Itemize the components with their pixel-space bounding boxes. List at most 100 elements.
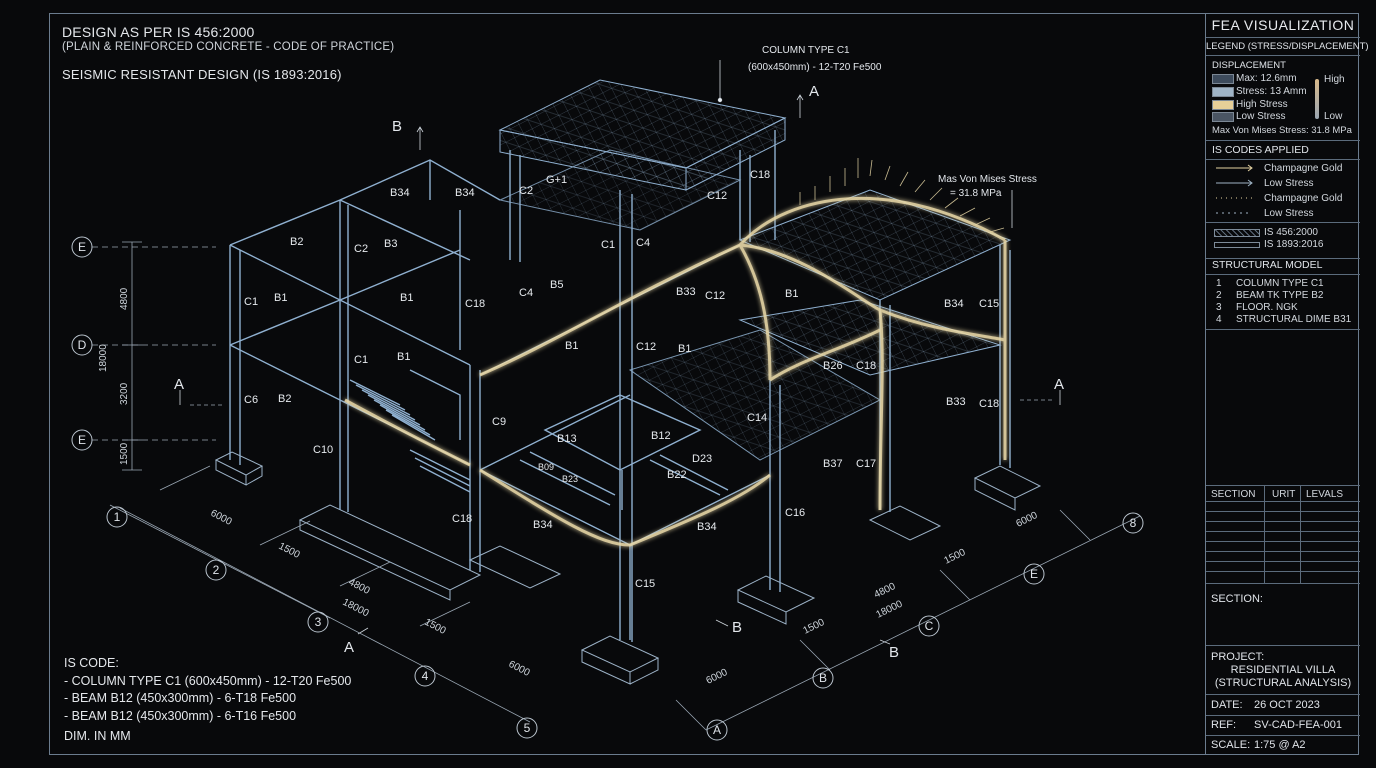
wireframe-frame — [229, 130, 1011, 642]
code-item: Champagne Gold — [1264, 163, 1343, 174]
member-label: B2 — [290, 236, 303, 248]
section-mark-b-top: B — [392, 118, 402, 135]
grid-bubble-e-top: E — [78, 240, 86, 254]
stress-scale-bar — [1315, 79, 1319, 119]
member-label: C18 — [452, 513, 472, 525]
notes-units: DIM. IN MM — [64, 729, 131, 743]
model-item-num: 3 — [1216, 302, 1222, 313]
grid-bubble-2: 2 — [213, 563, 220, 577]
dim-vertical-3200: 3200 — [119, 382, 130, 405]
member-label: B3 — [384, 238, 397, 250]
member-label: B13 — [557, 433, 577, 445]
grid-bubble-3: 3 — [315, 615, 322, 629]
column-callout-title: COLUMN TYPE C1 — [762, 45, 850, 56]
member-label: B1 — [397, 351, 410, 363]
section-mark-a-top: A — [809, 83, 819, 100]
project-sub: (STRUCTURAL ANALYSIS) — [1214, 677, 1352, 689]
member-label: B33 — [676, 286, 696, 298]
panel-title: FEA VISUALIZATION — [1211, 17, 1355, 33]
dim-right-6000: 6000 — [704, 667, 729, 687]
fea-panel: FEA VISUALIZATION LEGEND (STRESS/DISPLAC… — [1205, 13, 1369, 755]
dim-vertical-4800: 4800 — [119, 287, 130, 310]
member-label: C15 — [979, 298, 999, 310]
dim-right-6000b: 6000 — [1014, 510, 1039, 530]
column-callout-spec: (600x450mm) - 12-T20 Fe500 — [748, 62, 882, 73]
foundations — [214, 451, 1042, 685]
grid-bubbles — [71, 236, 1144, 741]
member-label: B1 — [274, 292, 287, 304]
stress-highlight-beams — [344, 196, 1007, 547]
member-label: C1 — [244, 296, 258, 308]
member-label: B22 — [667, 469, 687, 481]
member-label: B1 — [785, 288, 798, 300]
member-label: C18 — [856, 360, 876, 372]
member-label: C12 — [705, 290, 725, 302]
dim-right-18000: 18000 — [874, 598, 904, 620]
von-mises-title: Mas Von Mises Stress — [938, 174, 1037, 185]
member-label: C18 — [465, 298, 485, 310]
code-item: Champagne Gold — [1264, 193, 1343, 204]
table-header-unit: URIT — [1272, 489, 1296, 500]
scale-low: Low — [1324, 111, 1343, 122]
member-label: C16 — [785, 507, 805, 519]
member-label: C12 — [707, 190, 727, 202]
section-mark-a-bottom: A — [344, 639, 354, 656]
model-item-num: 4 — [1216, 314, 1222, 325]
dim-vertical-1500: 1500 — [119, 442, 130, 465]
legend-swatch — [1212, 100, 1234, 110]
grid-bubble-4: 4 — [422, 669, 429, 683]
grid-bubble-b: B — [819, 671, 827, 685]
member-label: B1 — [678, 343, 691, 355]
model-header: STRUCTURAL MODEL — [1212, 259, 1323, 271]
project-label: PROJECT: — [1211, 651, 1265, 663]
legend-swatch — [1212, 74, 1234, 84]
section-mark-b-right: B — [889, 644, 899, 661]
date-value: 26 OCT 2023 — [1254, 699, 1320, 711]
code-ref-swatch — [1214, 242, 1260, 248]
dim-vertical-18000: 18000 — [98, 344, 109, 372]
dim-left-18000: 18000 — [341, 597, 371, 620]
displacement-header: DISPLACEMENT — [1212, 60, 1286, 71]
dim-left-1500: 1500 — [277, 541, 302, 561]
member-label: C18 — [750, 169, 770, 181]
member-label: B34 — [390, 187, 410, 199]
scale-high: High — [1324, 74, 1345, 85]
drawing-sheet-border — [49, 13, 1359, 755]
model-item: COLUMN TYPE C1 — [1236, 278, 1324, 289]
code-item: Low Stress — [1264, 178, 1314, 189]
member-label: B09 — [538, 462, 554, 472]
grid-bubble-c: C — [925, 619, 934, 633]
member-label: C15 — [635, 578, 655, 590]
legend-header: LEGEND (STRESS/DISPLACEMENT) — [1206, 41, 1369, 52]
codes-arrows — [1216, 164, 1253, 214]
grid-bubble-d: D — [78, 338, 87, 352]
member-label: C6 — [244, 394, 258, 406]
legend-item: High Stress — [1236, 99, 1288, 110]
section-label: SECTION: — [1211, 593, 1263, 605]
stress-arrows — [799, 158, 1005, 233]
notes-heading: IS CODE: — [64, 656, 119, 670]
notes-line: - BEAM B12 (450x300mm) - 6-T18 Fe500 — [64, 691, 297, 705]
dim-left-4800: 4800 — [347, 577, 372, 597]
grid-bubble-e: E — [1030, 567, 1038, 581]
member-label: C14 — [747, 412, 767, 424]
section-mark-a-left: A — [174, 376, 184, 393]
section-mark-b-bottom: B — [732, 619, 742, 636]
code-item: Low Stress — [1264, 208, 1314, 219]
member-label: B1 — [565, 340, 578, 352]
scale-value: 1:75 @ A2 — [1254, 739, 1306, 751]
date-label: DATE: — [1211, 699, 1243, 711]
member-label: C1 — [354, 354, 368, 366]
member-label: C1 — [601, 239, 615, 251]
member-label: B34 — [944, 298, 964, 310]
member-label: D23 — [692, 453, 712, 465]
member-label: C4 — [636, 237, 650, 249]
code-ref: IS 1893:2016 — [1264, 239, 1324, 250]
legend-item: Low Stress — [1236, 111, 1286, 122]
member-label: C9 — [492, 416, 506, 428]
table-header-levels: LEVALS — [1306, 489, 1344, 500]
legend-item: Stress: 13 Amm — [1236, 86, 1307, 97]
member-label: C2 — [354, 243, 368, 255]
member-label: C12 — [636, 341, 656, 353]
member-label: C2 — [519, 185, 533, 197]
